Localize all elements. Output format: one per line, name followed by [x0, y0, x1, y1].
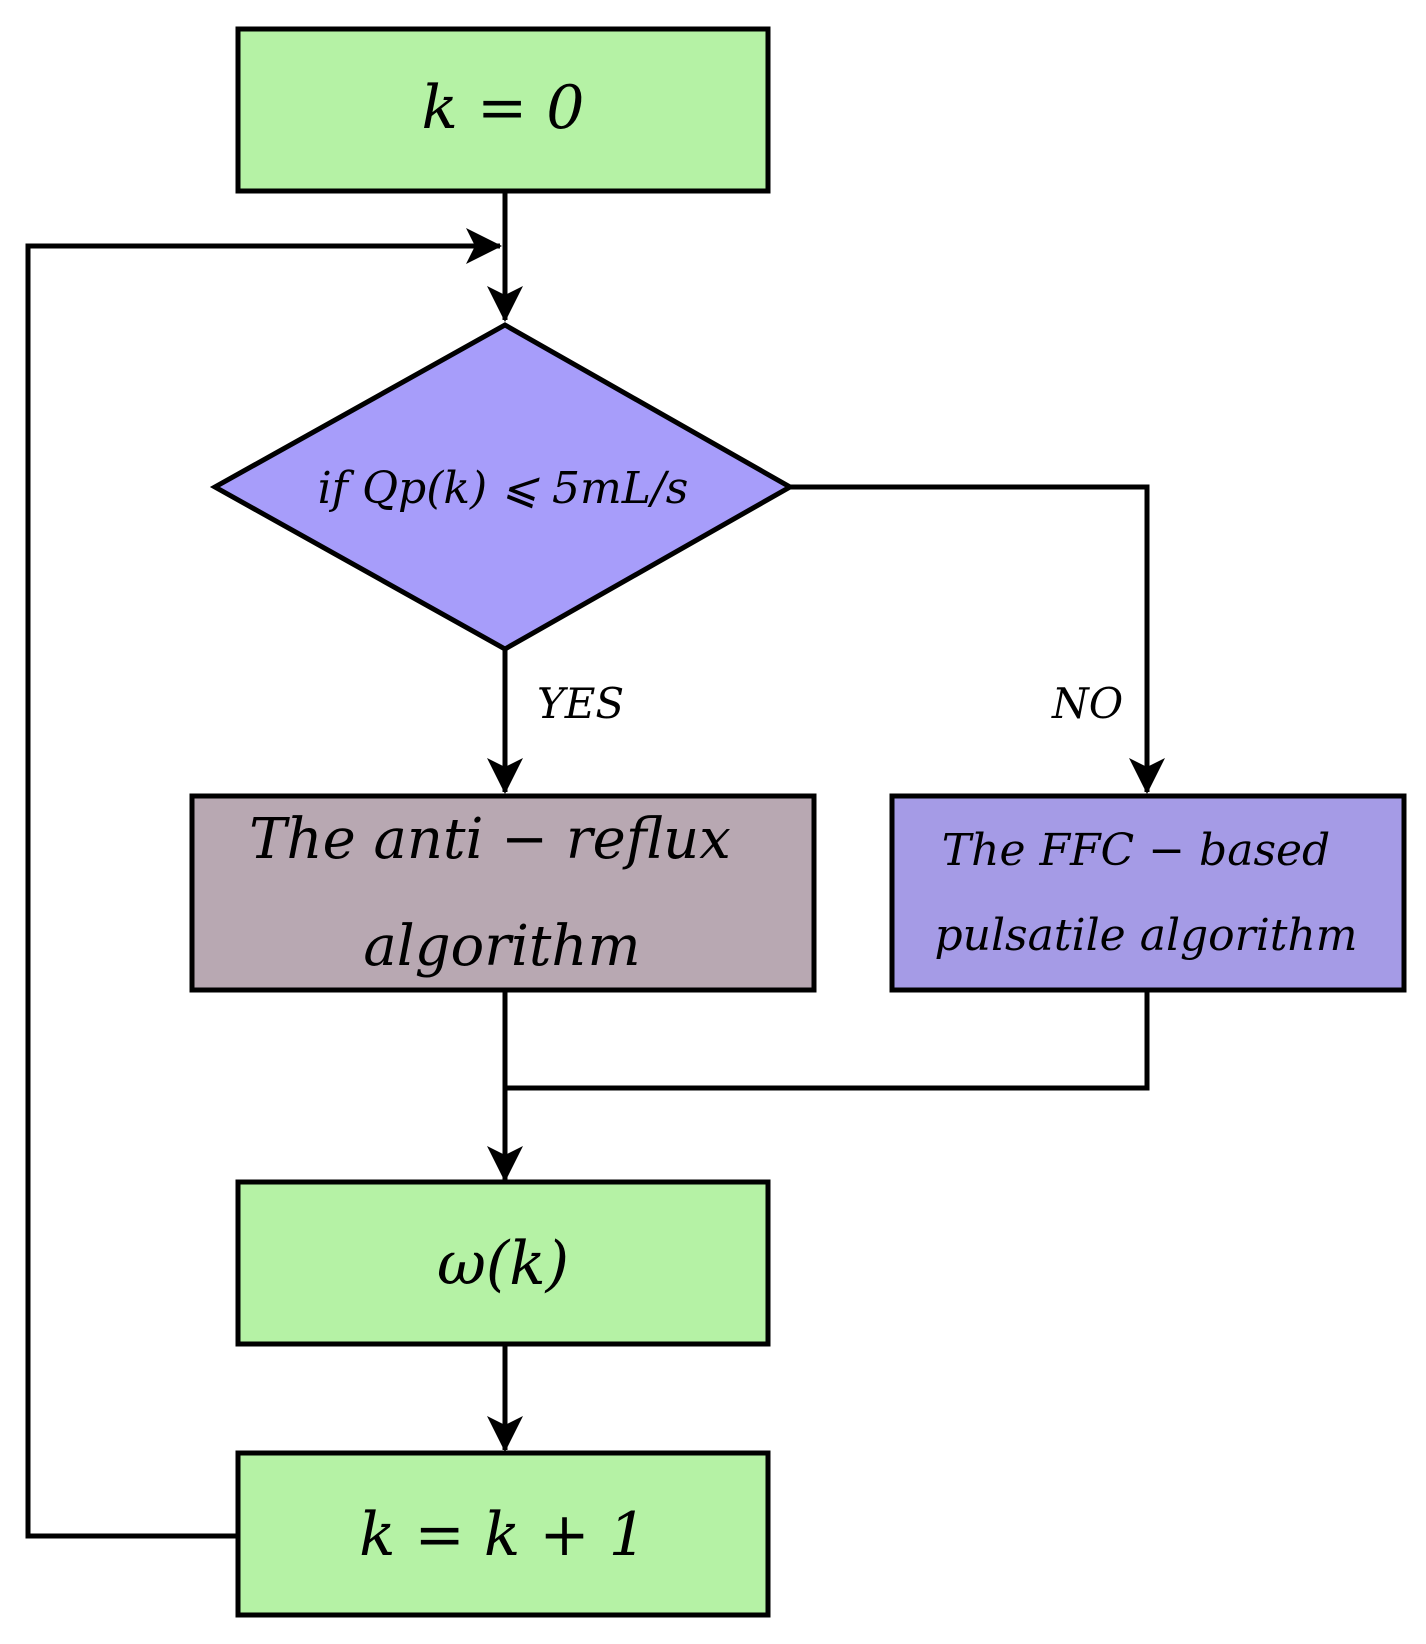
node-increment-label: k = k + 1: [359, 1500, 647, 1570]
node-ffc: The FFC − based pulsatile algorithm: [889, 793, 1407, 993]
no-label: NO: [1051, 679, 1123, 728]
node-omega-label: ω(k): [437, 1229, 569, 1299]
edge-ffc-join: [505, 990, 1150, 1091]
node-omega: ω(k): [235, 1179, 771, 1347]
node-increment: k = k + 1: [235, 1450, 771, 1618]
node-ffc-line1: The FFC − based: [942, 825, 1330, 876]
node-init: k = 0: [235, 26, 771, 194]
edge-loop-back: [25, 228, 502, 1539]
node-decision-label: if Qp(k) ⩽ 5mL/s: [318, 463, 689, 514]
node-ffc-line2: pulsatile algorithm: [934, 910, 1357, 961]
node-decision: if Qp(k) ⩽ 5mL/s: [209, 322, 796, 652]
edge-no: [790, 484, 1165, 794]
node-anti-reflux: The anti − reflux algorithm: [189, 793, 817, 993]
yes-label: YES: [537, 679, 624, 728]
node-init-label: k = 0: [422, 73, 585, 143]
node-anti-reflux-line2: algorithm: [363, 914, 640, 979]
node-anti-reflux-line1: The anti − reflux: [249, 807, 731, 872]
